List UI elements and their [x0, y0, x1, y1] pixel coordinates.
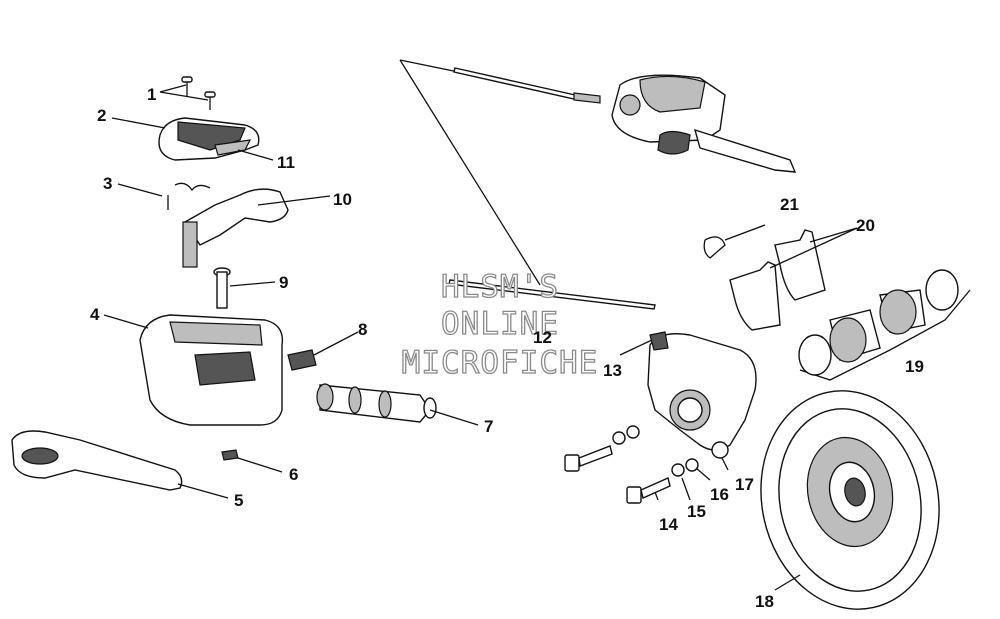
part-number-16[interactable]: 16	[710, 485, 729, 504]
part-12-brake-line	[448, 279, 656, 310]
part-number-19[interactable]: 19	[905, 357, 924, 376]
part-19-seal-1	[798, 334, 832, 376]
master-cylinder-cap	[639, 75, 706, 113]
part-21-pad-spring	[703, 224, 766, 259]
part-number-1[interactable]: 1	[147, 85, 156, 104]
part-number-6[interactable]: 6	[289, 465, 298, 484]
part-3-spring	[167, 182, 211, 210]
part-19-bracket-line	[799, 289, 971, 381]
part-17-caliper-body	[647, 333, 757, 451]
part-10-switch-arm	[184, 188, 289, 246]
watermark-line-1: HLSM'S	[441, 269, 559, 305]
part-number-4[interactable]: 4	[90, 305, 100, 324]
part-number-21[interactable]: 21	[780, 195, 799, 214]
pads-and-pistons	[703, 224, 971, 381]
part-17-caliper-piston	[677, 397, 703, 423]
part-14-upper-bolt	[564, 445, 613, 472]
part-number-5[interactable]: 5	[234, 491, 243, 510]
watermark-line-3: MICROFICHE	[402, 345, 599, 381]
leader-lines	[103, 84, 858, 591]
part-number-14[interactable]: 14	[659, 515, 678, 534]
master-cylinder-bore	[619, 94, 641, 116]
assembly-leader-line-2	[399, 59, 541, 286]
part-number-11[interactable]: 11	[277, 153, 295, 172]
part-number-labels: 1 2 3 4 5 6 7 8 9 10 11 12 13 14 15 16 1…	[90, 85, 924, 611]
part-16-upper-washer	[626, 425, 640, 439]
part-14-lower-bolt	[626, 477, 671, 504]
exploded-master-cylinder	[11, 76, 437, 491]
part-13-bleeder	[649, 331, 669, 351]
part-19-seal-2	[925, 269, 959, 311]
master-cylinder-clamp	[657, 130, 691, 155]
part-16-lower-washer	[685, 458, 699, 472]
part-number-12[interactable]: 12	[533, 328, 552, 347]
master-cylinder-assembly-illustration	[399, 59, 797, 286]
part-15-upper-washer	[612, 431, 626, 445]
brake-line-top	[453, 67, 576, 100]
part-number-3[interactable]: 3	[103, 174, 112, 193]
part-7-piston	[316, 383, 437, 423]
part-number-20[interactable]: 20	[856, 216, 875, 235]
watermark-line-2: ONLINE	[441, 306, 559, 342]
part-1-screws	[181, 76, 216, 110]
part-number-18[interactable]: 18	[755, 592, 774, 611]
part-17-mount-hole	[711, 441, 729, 459]
part-19-piston-1-face	[829, 317, 867, 363]
part-number-9[interactable]: 9	[279, 273, 288, 292]
brake-line-fitting	[573, 92, 601, 104]
part-number-8[interactable]: 8	[358, 320, 367, 339]
part-5-brake-lever	[11, 430, 183, 491]
part-18-brake-disc	[760, 390, 940, 610]
part-9-pivot-pin	[213, 267, 231, 309]
master-cylinder-lever	[693, 128, 797, 173]
part-8-clip	[287, 349, 317, 371]
part-19-piston-2-face	[879, 289, 917, 335]
part-number-2[interactable]: 2	[97, 106, 106, 125]
part-10-switch-post	[182, 221, 198, 268]
part-20-pad-left	[729, 261, 781, 331]
part-11-diaphragm	[214, 139, 252, 156]
part-number-17[interactable]: 17	[735, 475, 754, 494]
part-15-lower-washer	[671, 463, 685, 477]
part-6-retainer	[221, 449, 239, 461]
part-4-body-top	[169, 321, 263, 346]
caliper-assembly	[448, 279, 757, 504]
part-number-10[interactable]: 10	[333, 190, 352, 209]
part-number-7[interactable]: 7	[484, 417, 493, 436]
part-number-13[interactable]: 13	[603, 361, 622, 380]
part-number-15[interactable]: 15	[687, 502, 706, 521]
watermark: HLSM'S ONLINE MICROFICHE	[401, 268, 599, 381]
part-4-body-window	[194, 351, 256, 386]
part-20-pad-right	[774, 229, 826, 301]
part-5-lever-logo	[21, 447, 59, 465]
